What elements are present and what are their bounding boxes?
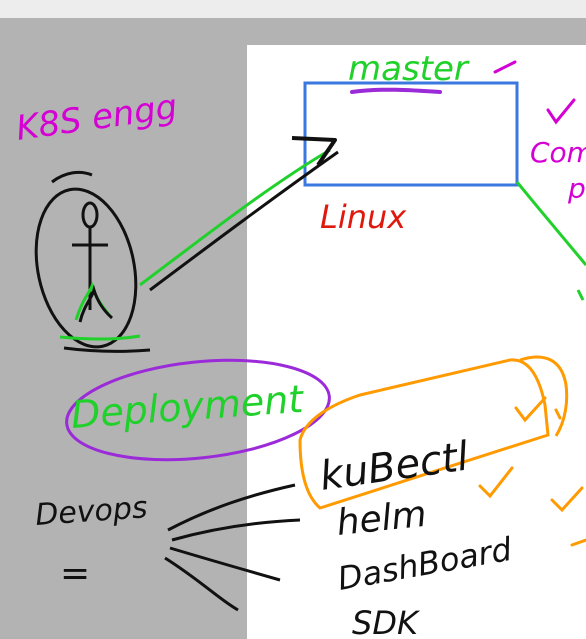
- top-toolbar-strip: [0, 0, 586, 18]
- person-base-black: [63, 346, 151, 353]
- master-underline: [350, 87, 442, 94]
- person-head: [81, 201, 99, 229]
- k8s-engg-label: K8S engg: [14, 87, 180, 149]
- devops-line-4: [164, 556, 239, 612]
- kubectl-box-outer: [519, 355, 569, 437]
- sdk-label: SDK: [352, 604, 421, 639]
- check-dashboard: [550, 486, 584, 513]
- check-mark-magenta: [546, 98, 576, 125]
- helm-label: helm: [335, 494, 429, 544]
- devops-mark: =: [60, 553, 90, 594]
- person-head-mark: [51, 170, 93, 184]
- arrow-head: [291, 136, 337, 167]
- person-base-green: [59, 334, 141, 341]
- person-legs-black: [78, 284, 114, 323]
- kubectl-box: [298, 358, 550, 510]
- master-box: [303, 81, 519, 187]
- master-dash: [493, 60, 517, 74]
- kubectl-label: kuBectl: [317, 434, 471, 500]
- devops-line-1: [167, 483, 296, 532]
- green-connector-right: [515, 181, 586, 266]
- check-kubectl-1: [514, 396, 547, 423]
- green-arrow-to-master: [139, 148, 331, 287]
- devops-line-3: [169, 546, 281, 582]
- component-p-label: p: [567, 172, 586, 205]
- black-arrow-to-master: [149, 150, 339, 292]
- check-helm: [478, 466, 514, 499]
- master-label: master: [348, 49, 470, 89]
- deployment-circle: [65, 358, 331, 462]
- devops-line-2: [171, 518, 301, 542]
- linux-label: Linux: [320, 198, 407, 236]
- person-circle: [34, 187, 138, 349]
- devops-label: Devops: [34, 490, 149, 533]
- green-tick-right: [576, 289, 585, 301]
- check-kubectl-2: [554, 408, 562, 420]
- orange-tick-bottom: [570, 538, 586, 547]
- component-label: Com: [530, 136, 586, 169]
